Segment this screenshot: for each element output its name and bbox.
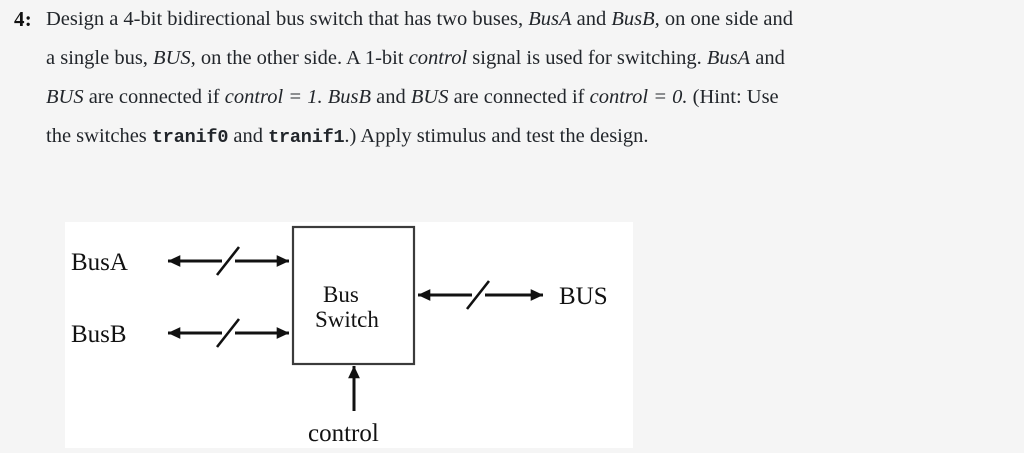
port-label-control: control: [308, 420, 379, 447]
text-run: a single bus,: [46, 47, 154, 69]
bus-width-slash: [465, 280, 491, 310]
problem-text: Design a 4-bit bidirectional bus switch …: [46, 0, 1024, 157]
text-run: the switches: [46, 125, 152, 147]
busa-bus-arrow: [167, 246, 290, 276]
inline-code: tranif1: [268, 127, 345, 148]
bus-switch-diagram: BusA BusB Bus Switch: [65, 222, 633, 448]
text-run: and: [371, 86, 411, 108]
text-run: on the other side. A 1-bit: [195, 47, 409, 69]
bus-width-slash: [215, 318, 241, 348]
text-run: control = 1.: [224, 86, 323, 108]
text-run: and: [750, 47, 785, 69]
text-run: (Hint: Use: [687, 86, 779, 108]
text-run: .) Apply stimulus and test the design.: [344, 125, 649, 147]
busb-bus-arrow: [167, 318, 290, 348]
bus-arrow: [417, 280, 544, 310]
problem-text-line-4: the switches tranif0 and tranif1.) Apply…: [46, 117, 1018, 157]
text-run: BUS: [46, 86, 84, 108]
problem-text-line-3: BUS are connected if control = 1. BusB a…: [46, 78, 1018, 117]
port-label-bus: BUS: [559, 283, 608, 310]
block-label-line-2: Switch: [315, 307, 379, 332]
text-run: on one side and: [659, 8, 794, 30]
problem-text-line-1: Design a 4-bit bidirectional bus switch …: [46, 0, 1018, 39]
text-run: control: [408, 47, 468, 69]
inline-code: tranif0: [151, 127, 229, 148]
text-run: BusB: [327, 86, 372, 108]
text-run: signal is used for switching.: [467, 47, 707, 69]
bus-width-slash: [215, 246, 241, 276]
text-run: BUS,: [153, 47, 196, 69]
text-run: and: [571, 8, 612, 30]
text-run: control = 0.: [589, 86, 688, 108]
port-label-busa: BusA: [71, 249, 128, 276]
text-run: BusB,: [611, 8, 660, 30]
problem-statement: 4: Design a 4-bit bidirectional bus swit…: [0, 0, 1024, 157]
text-run: are connected if: [83, 86, 225, 108]
text-run: and: [228, 125, 269, 147]
text-run: BusA: [706, 47, 751, 69]
text-run: Design a 4-bit bidirectional bus switch …: [46, 8, 529, 30]
problem-text-line-2: a single bus, BUS, on the other side. A …: [46, 39, 1018, 78]
bus-switch-block: [291, 225, 416, 366]
block-label-line-1: Bus: [323, 282, 359, 307]
text-run: are connected if: [448, 86, 590, 108]
text-run: BusA: [528, 8, 572, 30]
problem-number: 4:: [14, 7, 33, 31]
text-run: BUS: [410, 86, 449, 108]
port-label-busb: BusB: [71, 321, 127, 348]
bus-switch-figure: BusA BusB Bus Switch: [65, 222, 633, 448]
